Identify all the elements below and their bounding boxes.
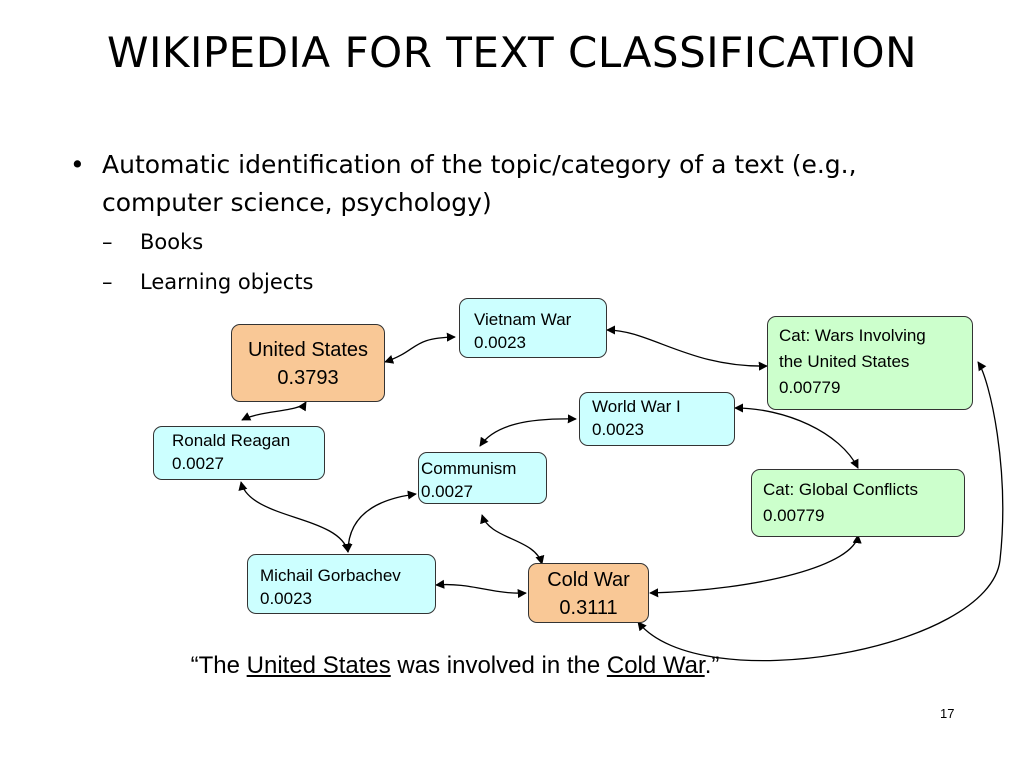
- node-label: Michail Gorbachev: [260, 566, 401, 585]
- node-score: 0.0023: [474, 333, 526, 352]
- sub-bullet-dash-icon: –: [102, 270, 113, 294]
- example-term-united-states: United States: [246, 652, 391, 679]
- edge-united-states-vietnam-war: [384, 332, 456, 364]
- bullet-main: • Automatic identification of the topic/…: [70, 146, 970, 222]
- node-cold-war: Cold War 0.3111: [528, 563, 649, 623]
- edge-gorbachev-cold-war: [435, 579, 527, 599]
- node-ronald-reagan: Ronald Reagan 0.0027: [153, 426, 325, 480]
- bullet-dot-icon: •: [70, 150, 85, 179]
- node-communism: Communism 0.0027: [418, 452, 547, 504]
- node-cat-wars-us: Cat: Wars Involving the United States 0.…: [767, 316, 973, 410]
- bullet-main-text: Automatic identification of the topic/ca…: [102, 150, 857, 217]
- example-sentence: “The United States was involved in the C…: [0, 652, 910, 680]
- edge-communism-gorbachev: [343, 490, 417, 553]
- edge-vietnam-war-cat-wars: [606, 325, 768, 371]
- node-label-line-1: Cat: Wars Involving: [779, 326, 926, 345]
- edge-united-states-ronald-reagan: [241, 401, 307, 421]
- node-label-line-2: the United States: [779, 352, 910, 371]
- example-open: “The: [190, 652, 247, 679]
- edge-world-war-i-communism: [479, 414, 577, 447]
- example-close: .”: [704, 652, 720, 679]
- example-term-cold-war: Cold War: [606, 652, 705, 679]
- node-score: 0.0027: [172, 454, 224, 473]
- node-score: 0.3793: [277, 367, 339, 389]
- example-middle: was involved in the: [390, 652, 607, 679]
- node-united-states: United States 0.3793: [231, 324, 385, 402]
- sub-bullet-learning-objects: – Learning objects: [70, 262, 970, 302]
- node-score: 0.0023: [260, 589, 312, 608]
- node-label: United States: [247, 339, 369, 361]
- node-label: Cat: Global Conflicts: [763, 480, 918, 499]
- node-vietnam-war: Vietnam War 0.0023: [459, 298, 607, 358]
- node-world-war-i: World War I 0.0023: [579, 392, 735, 446]
- node-michail-gorbachev: Michail Gorbachev 0.0023: [247, 554, 436, 614]
- node-label: Vietnam War: [474, 310, 572, 329]
- sub-bullet-text: Learning objects: [140, 270, 314, 294]
- node-score: 0.00779: [779, 378, 841, 397]
- node-score: 0.0023: [592, 420, 644, 439]
- page-number: 17: [940, 706, 955, 721]
- slide-title: WIKIPEDIA FOR TEXT CLASSIFICATION: [107, 28, 917, 77]
- node-score: 0.3111: [559, 597, 618, 619]
- node-score: 0.0027: [421, 482, 473, 501]
- node-label: World War I: [592, 397, 681, 416]
- node-score: 0.00779: [763, 506, 825, 525]
- bullet-list: • Automatic identification of the topic/…: [70, 146, 970, 302]
- node-cat-global-conflicts: Cat: Global Conflicts 0.00779: [751, 469, 965, 537]
- edge-cold-war-cat-wars: [637, 361, 1004, 662]
- edge-world-war-i-cat-global: [734, 403, 859, 469]
- edge-cold-war-cat-global: [649, 534, 862, 598]
- sub-bullet-text: Books: [140, 230, 204, 254]
- edge-communism-cold-war: [480, 514, 545, 565]
- node-label: Cold War: [547, 569, 630, 591]
- sub-bullet-books: – Books: [70, 222, 970, 262]
- sub-bullet-dash-icon: –: [102, 230, 113, 254]
- node-label: Communism: [421, 459, 517, 478]
- edge-ronald-reagan-gorbachev: [238, 481, 351, 553]
- node-label: Ronald Reagan: [172, 431, 291, 450]
